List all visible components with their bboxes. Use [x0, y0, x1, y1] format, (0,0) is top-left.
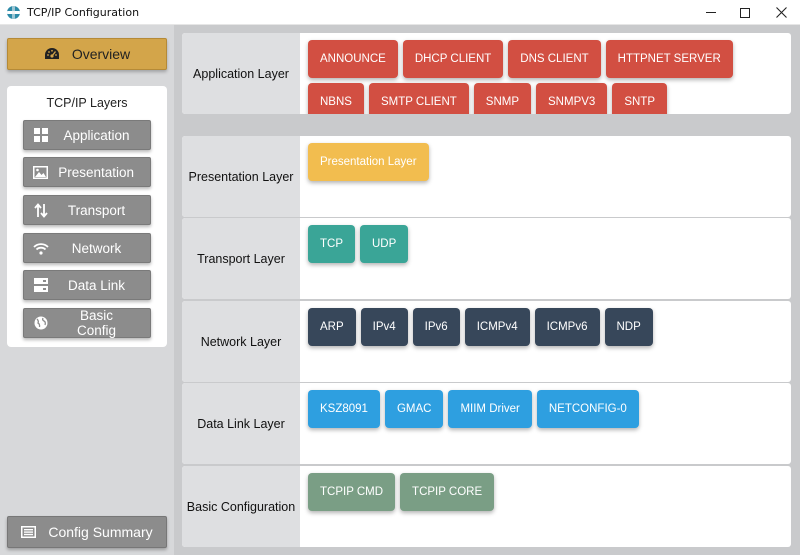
minimize-button[interactable]: [688, 0, 734, 25]
sidebar-item-label: Presentation: [58, 164, 134, 180]
layer-row-presentation: Presentation Layer Presentation Layer: [182, 136, 791, 217]
sidebar-item-label: Network: [71, 240, 122, 256]
sidebar-item-basic-config[interactable]: Basic Config: [23, 308, 151, 338]
component-button-icmpv6[interactable]: ICMPv6: [534, 308, 600, 346]
title-bar: TCP/IP Configuration: [0, 0, 800, 25]
sidebar-item-application[interactable]: Application: [23, 120, 151, 150]
image-icon: [33, 164, 49, 180]
wifi-icon: [33, 240, 49, 256]
layer-components: Presentation Layer: [308, 143, 783, 211]
layer-row-label: Presentation Layer: [182, 136, 300, 217]
server-icon: [33, 277, 49, 293]
layers-nav-panel: TCP/IP Layers Application Presentation T…: [7, 86, 167, 347]
component-button-netconfig-0[interactable]: NETCONFIG-0: [536, 390, 639, 428]
sidebar-item-label: Basic Config: [76, 308, 117, 338]
component-button-gmac[interactable]: GMAC: [384, 390, 444, 428]
component-button-sntp[interactable]: SNTP: [612, 83, 667, 114]
component-button-snmp[interactable]: SNMP: [473, 83, 532, 114]
component-button-ndp[interactable]: NDP: [604, 308, 653, 346]
layer-row-label: Basic Configuration: [182, 466, 300, 547]
sidebar-item-label: Application: [63, 127, 130, 143]
sidebar-item-label: Data Link: [67, 277, 126, 293]
component-button-presentation-layer[interactable]: Presentation Layer: [308, 143, 429, 181]
component-button-ipv4[interactable]: IPv4: [360, 308, 408, 346]
close-button[interactable]: [758, 0, 800, 25]
minimize-icon: [706, 12, 716, 13]
close-icon: [775, 7, 787, 18]
layers-nav-title: TCP/IP Layers: [46, 96, 128, 110]
component-button-icmpv4[interactable]: ICMPv4: [464, 308, 530, 346]
sidebar-item-network[interactable]: Network: [23, 233, 151, 263]
component-button-smtp-client[interactable]: SMTP CLIENT: [368, 83, 469, 114]
component-button-tcpip-core[interactable]: TCPIP CORE: [400, 473, 495, 511]
config-summary-button[interactable]: Config Summary: [7, 516, 167, 548]
app-globe-icon: [7, 5, 20, 19]
component-button-udp[interactable]: UDP: [360, 225, 409, 263]
sidebar-item-presentation[interactable]: Presentation: [23, 157, 151, 187]
sidebar-item-data-link[interactable]: Data Link: [23, 270, 151, 300]
overview-label: Overview: [71, 46, 131, 62]
component-button-snmpv3[interactable]: SNMPV3: [536, 83, 608, 114]
component-button-nbns[interactable]: NBNS: [308, 83, 364, 114]
overview-button[interactable]: Overview: [7, 38, 167, 70]
grid-icon: [33, 127, 49, 143]
component-button-httpnet-server[interactable]: HTTPNET SERVER: [605, 40, 733, 78]
sidebar-item-transport[interactable]: Transport: [23, 195, 151, 225]
arrows-updown-icon: [33, 202, 49, 218]
component-button-ksz8091[interactable]: KSZ8091: [308, 390, 380, 428]
globe-icon: [33, 315, 49, 331]
component-button-arp[interactable]: ARP: [308, 308, 356, 346]
maximize-icon: [740, 7, 750, 18]
component-button-announce[interactable]: ANNOUNCE: [308, 40, 398, 78]
component-button-tcp[interactable]: TCP: [308, 225, 355, 263]
component-button-dns-client[interactable]: DNS CLIENT: [508, 40, 601, 78]
window-title: TCP/IP Configuration: [27, 5, 140, 19]
layer-row-label: Application Layer: [182, 33, 300, 114]
layer-row-label: Network Layer: [182, 301, 300, 382]
component-button-ipv6[interactable]: IPv6: [412, 308, 460, 346]
sidebar-item-label: Transport: [67, 202, 126, 218]
layer-row-label: Data Link Layer: [182, 383, 300, 464]
component-button-dhcp-client[interactable]: DHCP CLIENT: [402, 40, 504, 78]
layer-row-label: Transport Layer: [182, 218, 300, 299]
config-summary-label: Config Summary: [48, 524, 153, 540]
maximize-button[interactable]: [722, 0, 768, 25]
component-button-miim-driver[interactable]: MIIM Driver: [448, 390, 532, 428]
dashboard-gauge-icon: [44, 48, 59, 59]
component-button-tcpip-cmd[interactable]: TCPIP CMD: [308, 473, 396, 511]
summary-list-icon: [21, 526, 37, 538]
